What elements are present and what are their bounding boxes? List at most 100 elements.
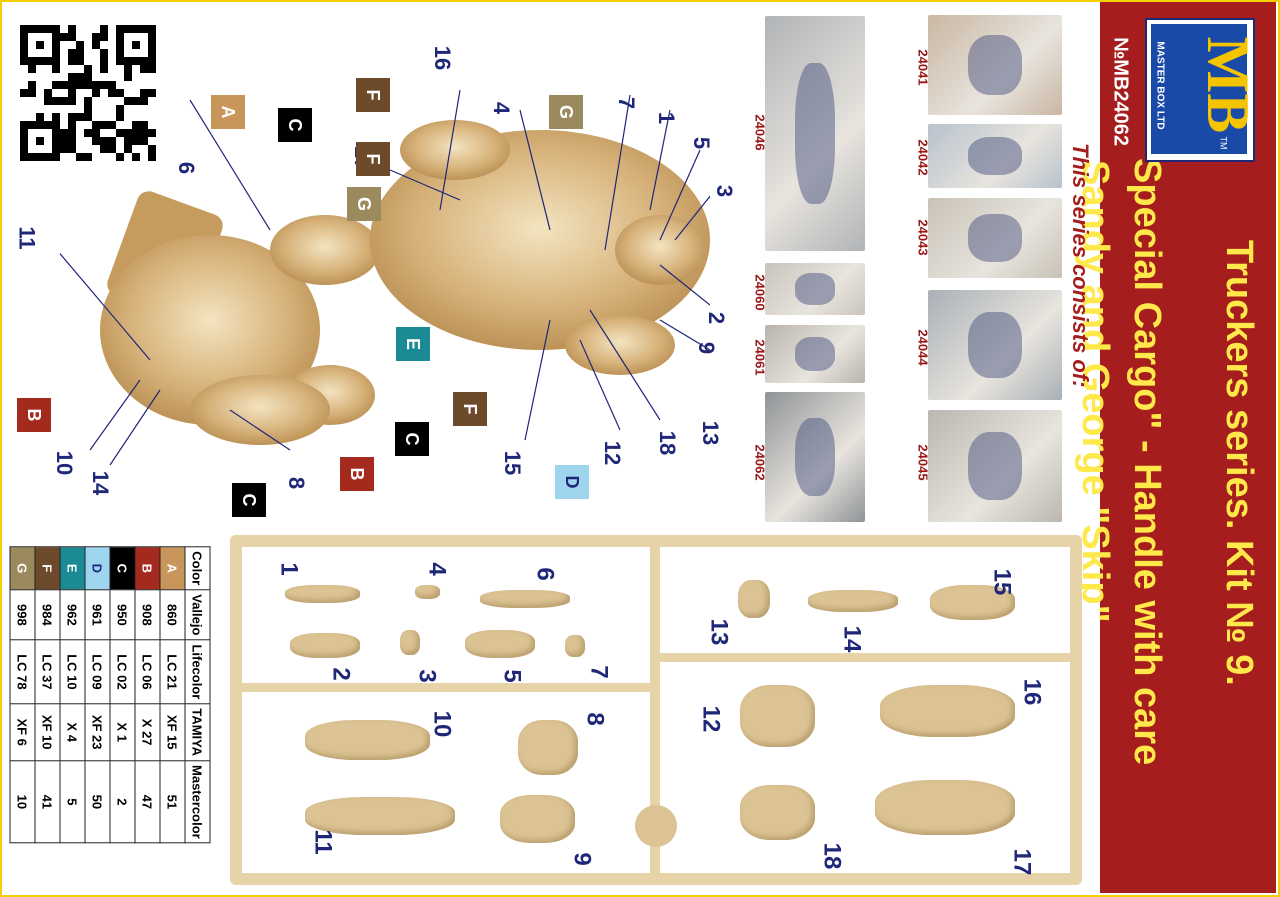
qr-module	[76, 153, 84, 161]
qr-module	[44, 89, 52, 97]
qr-module	[116, 25, 124, 33]
part-8	[518, 720, 578, 775]
color-swatch-cell: B	[135, 546, 160, 590]
qr-module	[148, 41, 156, 49]
qr-module	[76, 49, 84, 57]
sprue-number-12: 12	[697, 705, 725, 733]
series-heading: This series consists of:	[1068, 143, 1093, 388]
color-table-cell: 10	[10, 760, 35, 844]
qr-module	[76, 73, 84, 81]
assembly-number-5: 5	[689, 136, 715, 150]
sprue-number-10: 10	[428, 710, 456, 738]
qr-module	[140, 57, 148, 65]
qr-module	[100, 137, 108, 145]
brand-logo-text: MB	[1195, 36, 1261, 134]
qr-module	[68, 33, 76, 41]
sprue-number-14: 14	[838, 625, 866, 653]
color-swatch-cell: G	[10, 546, 35, 590]
qr-module	[36, 121, 44, 129]
color-table-cell: 51	[160, 760, 185, 844]
qr-module	[92, 121, 100, 129]
series-code-24062: 24062	[752, 444, 768, 481]
qr-module	[52, 81, 60, 89]
qr-module	[20, 129, 28, 137]
color-table-cell: 47	[135, 760, 160, 844]
qr-module	[124, 137, 132, 145]
color-table-cell: X 1	[110, 703, 135, 761]
qr-module	[68, 113, 76, 121]
qr-module	[20, 41, 28, 49]
color-table-cell: 50	[85, 760, 110, 844]
qr-module	[44, 153, 52, 161]
color-table-header-cell: Mastercolor	[185, 760, 210, 844]
color-table-cell: LC 10	[60, 639, 85, 704]
series-code-24060: 24060	[752, 274, 768, 311]
qr-module	[148, 145, 156, 153]
color-table-cell: X 4	[60, 703, 85, 761]
qr-module	[36, 137, 44, 145]
qr-module	[36, 41, 44, 49]
part-4	[415, 585, 440, 599]
qr-module	[116, 129, 124, 137]
qr-module	[52, 41, 60, 49]
brand-tm: TM	[1218, 136, 1229, 150]
color-table-cell: LC 06	[135, 639, 160, 704]
qr-module	[36, 57, 44, 65]
assembly-number-10: 10	[52, 450, 78, 476]
qr-module	[68, 97, 76, 105]
series-photo-24043	[928, 198, 1062, 278]
qr-module	[52, 129, 60, 137]
title-line-1: Truckers series. Kit № 9.	[1218, 240, 1260, 686]
color-table-cell: LC 09	[85, 639, 110, 704]
qr-module	[116, 49, 124, 57]
color-label-A: A	[211, 95, 245, 129]
qr-module	[52, 137, 60, 145]
qr-module	[140, 137, 148, 145]
sprue-number-11: 11	[309, 829, 337, 855]
color-table-cell: 950	[110, 589, 135, 640]
qr-module	[108, 145, 116, 153]
series-code-24061: 24061	[752, 339, 768, 376]
qr-module	[92, 81, 100, 89]
color-table-header-cell: Vallejo	[185, 589, 210, 640]
series-photo-24062	[765, 392, 865, 522]
qr-module	[44, 25, 52, 33]
qr-module	[44, 57, 52, 65]
qr-module	[132, 41, 140, 49]
series-photo-24046	[765, 16, 865, 251]
series-photo-24042	[928, 124, 1062, 188]
qr-module	[116, 89, 124, 97]
part-18	[740, 785, 815, 840]
color-table-cell: 984	[35, 589, 60, 640]
sprue-number-5: 5	[498, 669, 526, 683]
photo-figure	[968, 214, 1022, 262]
qr-module	[44, 97, 52, 105]
assembly-number-3: 3	[712, 184, 738, 198]
qr-module	[20, 57, 28, 65]
series-code-24043: 24043	[915, 219, 931, 256]
qr-module	[148, 33, 156, 41]
assembly-number-13: 13	[698, 420, 724, 446]
color-table-cell: LC 78	[10, 639, 35, 704]
color-label-D: D	[555, 465, 589, 499]
qr-module	[52, 57, 60, 65]
sprue-number-3: 3	[413, 669, 441, 683]
color-table-cell: 962	[60, 589, 85, 640]
color-label-B: B	[340, 457, 374, 491]
qr-module	[52, 153, 60, 161]
qr-module	[20, 137, 28, 145]
qr-module	[20, 33, 28, 41]
color-label-C: C	[395, 422, 429, 456]
qr-module	[148, 129, 156, 137]
series-code-24046: 24046	[752, 114, 768, 151]
color-table-cell: X 27	[135, 703, 160, 761]
qr-module	[140, 129, 148, 137]
photo-figure	[795, 336, 835, 372]
series-photo-24044	[928, 290, 1062, 400]
assembly-number-4: 4	[489, 101, 515, 115]
color-table-cell: 2	[110, 760, 135, 844]
